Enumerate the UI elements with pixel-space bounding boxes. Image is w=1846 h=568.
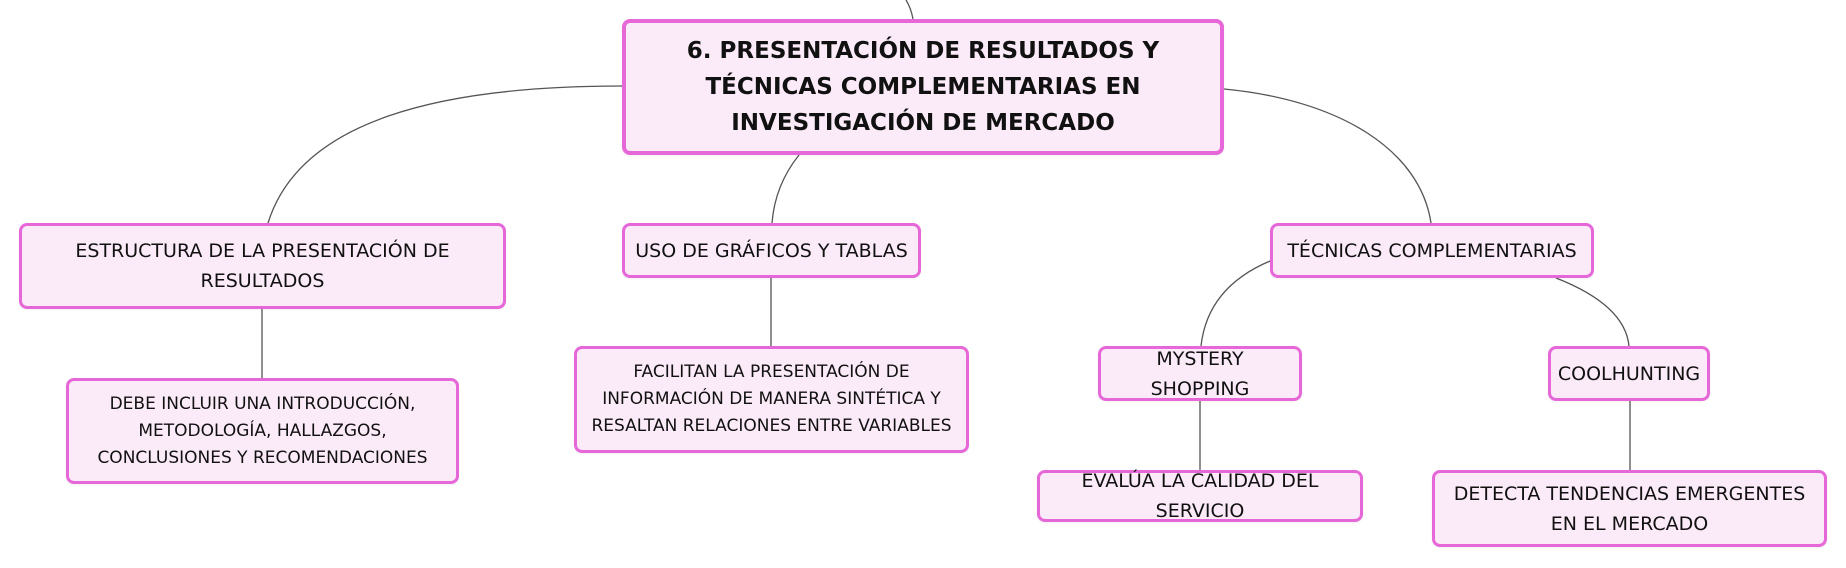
subtopic-detecta-node[interactable]: DETECTA TENDENCIAS EMERGENTES EN EL MERC… [1432,470,1827,547]
subtopic-evalua-label: EVALÚA LA CALIDAD DEL SERVICIO [1081,470,1319,522]
subtopic-mystery-shopping-node[interactable]: MYSTERY SHOPPING [1098,346,1302,401]
connector-tecnicas-to-cool [1555,277,1630,347]
topic-estructura-node[interactable]: ESTRUCTURA DE LA PRESENTACIÓN DE RESULTA… [19,223,506,309]
subtopic-debe-incluir-node[interactable]: DEBE INCLUIR UNA INTRODUCCIÓN, METODOLOG… [66,378,459,484]
topic-estructura-label: ESTRUCTURA DE LA PRESENTACIÓN DE RESULTA… [75,240,450,292]
subtopic-coolhunting-label: COOLHUNTING [1557,362,1701,385]
connector-tecnicas-to-mystery [1200,260,1271,347]
topic-tecnicas-label: TÉCNICAS COMPLEMENTARIAS [1287,239,1577,262]
topic-graficos-label: USO DE GRÁFICOS Y TABLAS [635,239,908,262]
connector-root-to-parent [905,0,914,20]
subtopic-facilitan-label: FACILITAN LA PRESENTACIÓN DE INFORMACIÓN… [591,362,952,436]
subtopic-evalua-node[interactable]: EVALÚA LA CALIDAD DEL SERVICIO [1037,470,1363,522]
topic-graficos-node[interactable]: USO DE GRÁFICOS Y TABLAS [622,223,921,278]
subtopic-detecta-label: DETECTA TENDENCIAS EMERGENTES EN EL MERC… [1453,482,1806,535]
connector-root-to-estructura [267,85,623,224]
topic-tecnicas-node[interactable]: TÉCNICAS COMPLEMENTARIAS [1270,223,1594,278]
subtopic-mystery-shopping-label: MYSTERY SHOPPING [1150,347,1250,400]
connector-root-to-tecnicas [1223,88,1432,224]
connector-root-to-graficos [771,154,800,224]
root-topic-label: 6. PRESENTACIÓN DE RESULTADOS Y TÉCNICAS… [686,38,1160,136]
root-topic-node[interactable]: 6. PRESENTACIÓN DE RESULTADOS Y TÉCNICAS… [622,19,1224,155]
subtopic-debe-incluir-label: DEBE INCLUIR UNA INTRODUCCIÓN, METODOLOG… [97,393,428,468]
subtopic-facilitan-node[interactable]: FACILITAN LA PRESENTACIÓN DE INFORMACIÓN… [574,346,969,453]
subtopic-coolhunting-node[interactable]: COOLHUNTING [1548,346,1710,401]
